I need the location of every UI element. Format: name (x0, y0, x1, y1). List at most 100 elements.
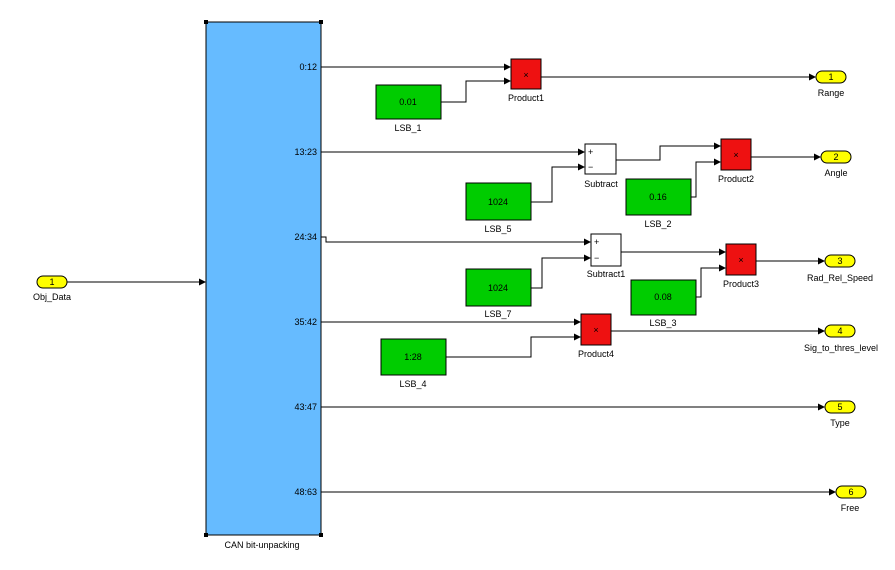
outport-number: 2 (833, 152, 838, 162)
product-body[interactable] (720, 138, 752, 171)
inport-label: Obj_Data (33, 292, 71, 302)
wire-arrow (584, 254, 591, 262)
outport-shape[interactable] (824, 400, 856, 414)
plus-sign: + (588, 147, 593, 157)
wire-arrow (719, 248, 726, 256)
product-body[interactable] (725, 243, 757, 276)
outport-shape[interactable] (820, 150, 852, 164)
constant-value: 0.08 (654, 292, 672, 302)
multiply-icon: × (593, 325, 598, 335)
outport-rad-rel-speed[interactable]: 3 Rad_Rel_Speed (807, 254, 873, 283)
subtract-body[interactable] (590, 233, 622, 267)
constant-lsb3[interactable]: 0.08 LSB_3 (630, 279, 697, 328)
wire-arrow (814, 153, 821, 161)
outport-free[interactable]: 6 Free (835, 485, 867, 513)
subtract-label: Subtract1 (587, 269, 626, 279)
constant-block[interactable] (380, 338, 447, 376)
multiply-icon: × (523, 70, 528, 80)
outport-type[interactable]: 5 Type (824, 400, 856, 428)
minus-sign: − (588, 162, 593, 172)
wire-arrow (504, 63, 511, 71)
outport-label: Sig_to_thres_level (804, 343, 878, 353)
wire-arrow (578, 163, 585, 171)
outport-number: 3 (837, 256, 842, 266)
demux-body[interactable] (205, 21, 322, 536)
constant-lsb4[interactable]: 1:28 LSB_4 (380, 338, 447, 389)
minus-sign: − (594, 253, 599, 263)
constant-lsb2[interactable]: 0.16 LSB_2 (625, 178, 692, 229)
wire-arrow (714, 158, 721, 166)
wire (531, 257, 585, 289)
constant-label: LSB_4 (399, 379, 426, 389)
demux-output-label: 43:47 (294, 402, 317, 412)
constant-label: LSB_5 (484, 224, 511, 234)
outport-range[interactable]: 1 Range (815, 70, 847, 98)
constant-label: LSB_7 (484, 309, 511, 319)
product-body[interactable] (580, 313, 612, 346)
constant-value: 1024 (488, 197, 508, 207)
constant-label: LSB_3 (649, 318, 676, 328)
outport-angle[interactable]: 2 Angle (820, 150, 852, 178)
product-label: Product1 (508, 93, 544, 103)
multiply-icon: × (733, 150, 738, 160)
outport-number: 6 (848, 487, 853, 497)
constant-block[interactable] (630, 279, 697, 316)
wire (446, 336, 575, 358)
demux-output-label: 35:42 (294, 317, 317, 327)
wire-arrow (829, 488, 836, 496)
wire (616, 145, 715, 161)
subtract-block[interactable]: + − Subtract (584, 143, 618, 189)
product-label: Product2 (718, 174, 754, 184)
wire-arrow (809, 73, 816, 81)
selection-handle[interactable] (319, 533, 323, 537)
subtract1-block[interactable]: + − Subtract1 (587, 233, 626, 279)
constant-block[interactable] (465, 182, 532, 221)
wire (531, 166, 579, 203)
constant-label: LSB_2 (644, 219, 671, 229)
subtract-body[interactable] (584, 143, 617, 175)
wire-arrow (578, 148, 585, 156)
product-label: Product4 (578, 349, 614, 359)
constant-lsb1[interactable]: 0.01 LSB_1 (375, 84, 442, 133)
selection-handle[interactable] (319, 20, 323, 24)
product4-block[interactable]: × Product4 (578, 313, 614, 359)
outport-shape[interactable] (824, 324, 856, 338)
product1-block[interactable]: × Product1 (508, 58, 544, 103)
arrow-demux-in (199, 278, 206, 286)
demux-output-label: 24:34 (294, 232, 317, 242)
outport-shape[interactable] (824, 254, 856, 268)
constant-lsb7[interactable]: 1024 LSB_7 (465, 268, 532, 319)
wire-arrow (818, 403, 825, 411)
constant-lsb5[interactable]: 1024 LSB_5 (465, 182, 532, 234)
inport-obj-data[interactable]: 1 Obj_Data (33, 275, 71, 302)
selection-handle[interactable] (204, 533, 208, 537)
wire-arrow (714, 142, 721, 150)
wire-arrow (818, 257, 825, 265)
constant-block[interactable] (375, 84, 442, 120)
outport-number: 5 (837, 402, 842, 412)
subtract-label: Subtract (584, 179, 618, 189)
wire-arrow (818, 327, 825, 335)
demux-output-label: 0:12 (299, 62, 317, 72)
demux-block[interactable]: CAN bit-unpacking 0:12 13:23 24:34 35:42… (204, 20, 323, 550)
selection-handle[interactable] (204, 20, 208, 24)
product3-block[interactable]: × Product3 (723, 243, 759, 289)
outport-shape[interactable] (835, 485, 867, 499)
multiply-icon: × (738, 255, 743, 265)
wire-arrow (719, 264, 726, 272)
plus-sign: + (594, 237, 599, 247)
wire (696, 267, 720, 298)
wire-arrow (584, 238, 591, 246)
outport-sig-to-thres-level[interactable]: 4 Sig_to_thres_level (804, 324, 878, 353)
outport-label: Range (818, 88, 845, 98)
outport-label: Type (830, 418, 850, 428)
demux-output-label: 13:23 (294, 147, 317, 157)
product2-block[interactable]: × Product2 (718, 138, 754, 184)
constant-block[interactable] (625, 178, 692, 216)
inport-number: 1 (49, 277, 54, 287)
outport-shape[interactable] (815, 70, 847, 84)
constant-block[interactable] (465, 268, 532, 307)
constant-value: 1:28 (404, 352, 422, 362)
product-body[interactable] (510, 58, 542, 90)
outport-label: Rad_Rel_Speed (807, 273, 873, 283)
